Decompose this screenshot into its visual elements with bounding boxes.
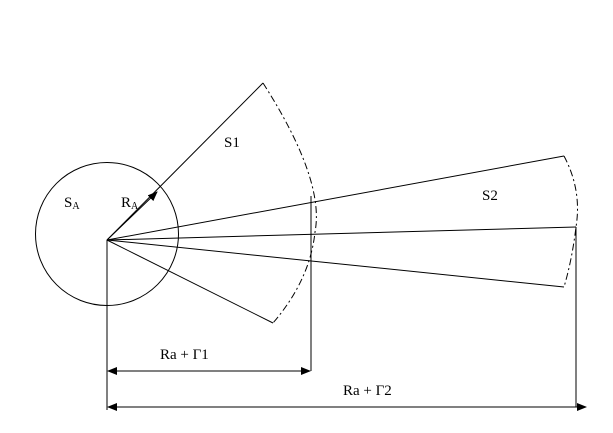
sector-s1-upper-edge xyxy=(106,82,264,241)
label-dimension-2: Ra + Г2 xyxy=(343,383,392,399)
sector-s2-middle-edge xyxy=(106,226,577,241)
sector-s1-arc xyxy=(262,82,317,324)
label-dimension-1: Ra + Г1 xyxy=(160,347,209,363)
sector-s2-upper-edge xyxy=(106,155,565,241)
sector-s2-lower-edge xyxy=(106,239,565,288)
sector-s1-lower-edge xyxy=(106,239,274,324)
label-sector-1: S1 xyxy=(224,135,240,151)
label-s-a: SA xyxy=(64,195,80,212)
sector-s1 xyxy=(106,82,317,371)
label-sector-2: S2 xyxy=(482,188,498,204)
sector-s2-arc xyxy=(563,155,578,288)
label-r-a: RA xyxy=(121,195,139,212)
sector-s2 xyxy=(106,155,578,407)
